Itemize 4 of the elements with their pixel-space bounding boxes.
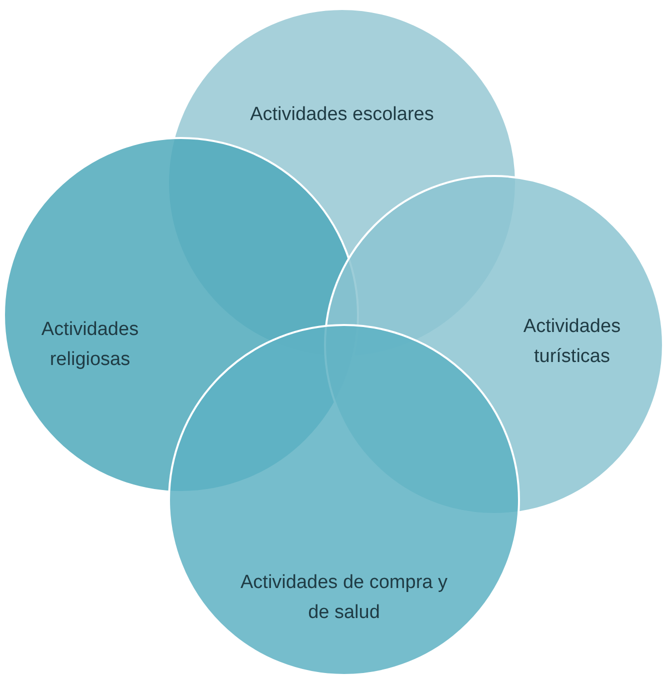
circle-label: Actividades turísticas	[522, 315, 622, 369]
circle-label: Actividades de compra y de salud	[240, 571, 448, 625]
circle-label: Actividades religiosas	[40, 318, 140, 372]
circle-label: Actividades escolares	[249, 103, 435, 127]
